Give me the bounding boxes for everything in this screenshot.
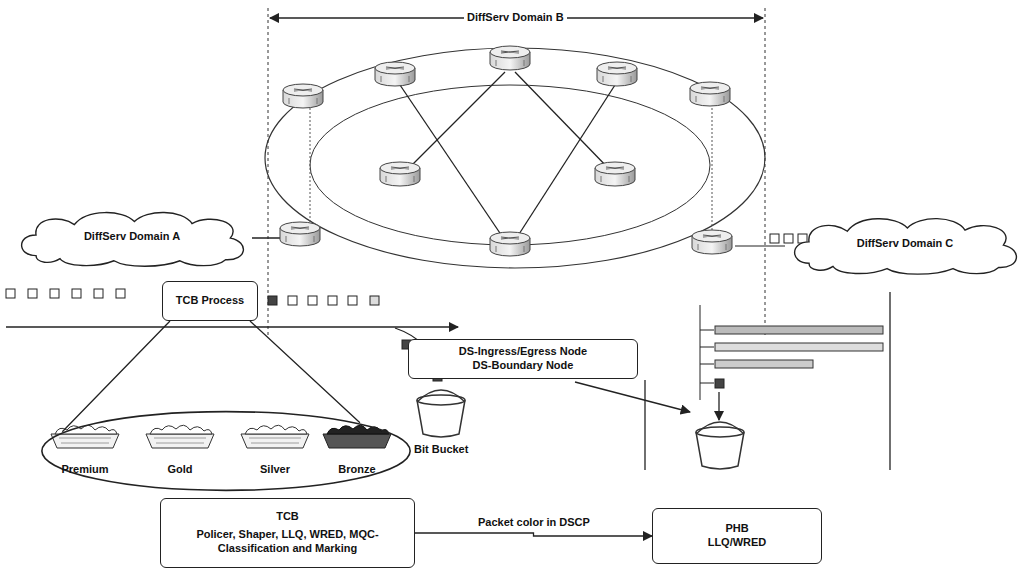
domain-label: DiffServ Domain B xyxy=(464,11,567,24)
bucket-label: Bit Bucket xyxy=(411,443,471,456)
edge-label: Packet color in DSCP xyxy=(475,516,593,529)
node-text: DiffServ Domain A xyxy=(84,230,180,244)
node-text: DS-Boundary Node xyxy=(473,359,574,373)
node-text: DS-Ingress/Egress Node xyxy=(459,345,587,359)
zoom-line xyxy=(62,321,360,432)
boundary-node-box: DS-Ingress/Egress NodeDS-Boundary Node xyxy=(408,339,638,379)
node-text: Policer, Shaper, LLQ, WRED, MQC-Classifi… xyxy=(167,528,408,556)
class-label: Silver xyxy=(260,463,290,477)
class-label: Bronze xyxy=(338,463,375,477)
domain-cloud: DiffServ Domain A xyxy=(12,206,252,268)
class-label: Premium xyxy=(61,463,108,477)
class-label: Gold xyxy=(167,463,192,477)
node-text: LLQ/WRED xyxy=(708,536,767,550)
phb-box: PHBLLQ/WRED xyxy=(652,508,822,564)
tcb-box: TCB Policer, Shaper, LLQ, WRED, MQC-Class… xyxy=(160,498,415,568)
ellipse-outline xyxy=(40,410,412,492)
node-text: PHB xyxy=(725,522,748,536)
node-text: DiffServ Domain C xyxy=(857,237,954,251)
domain-cloud: DiffServ Domain C xyxy=(785,212,1025,276)
flow-arrow xyxy=(415,533,652,536)
tcb-process-box: TCB Process xyxy=(162,281,258,321)
class-ellipse: Premium Gold Silver Bronze xyxy=(40,410,412,492)
node-text: TCB xyxy=(276,510,299,524)
node-text: TCB Process xyxy=(176,294,244,308)
